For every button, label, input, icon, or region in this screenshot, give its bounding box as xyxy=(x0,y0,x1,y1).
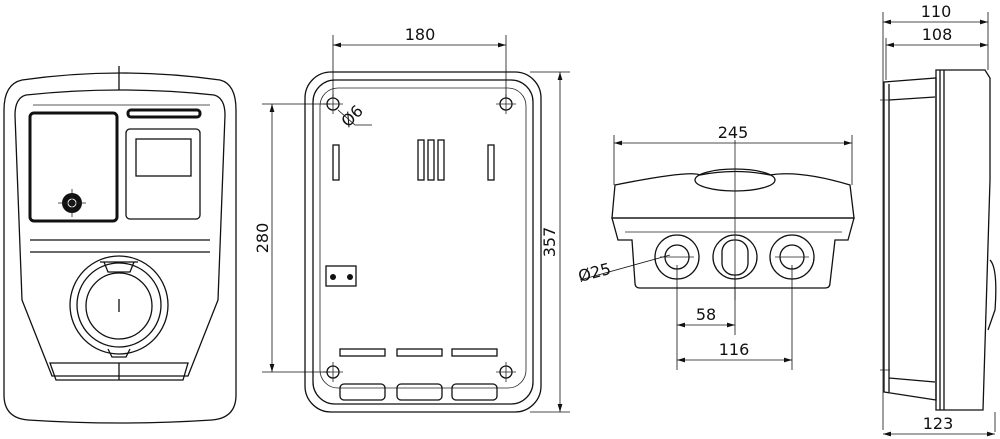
mounting-holes xyxy=(323,94,516,382)
dim-side-depth-top: 110 xyxy=(921,2,952,21)
dim-back-width: 180 xyxy=(405,25,436,44)
dim-gland-spacing: 58 xyxy=(696,305,716,324)
dim-hole-diameter: Ø6 xyxy=(337,101,367,131)
dim-side-depth-bottom: 123 xyxy=(923,414,954,433)
cable-glands xyxy=(654,140,815,300)
dim-bottom-width: 245 xyxy=(718,123,749,142)
charging-socket xyxy=(69,255,169,355)
back-view xyxy=(304,71,542,413)
display-panel xyxy=(125,128,201,220)
dim-side-depth-inner: 108 xyxy=(922,25,953,44)
front-view xyxy=(3,66,237,424)
side-view xyxy=(880,69,997,411)
dim-gland-diameter: Ø25 xyxy=(576,259,613,286)
knockouts xyxy=(325,139,498,401)
rfid-window xyxy=(28,111,119,223)
dim-back-height: 357 xyxy=(540,227,559,258)
status-led-bar xyxy=(126,108,202,119)
dim-gland-outer-spacing: 116 xyxy=(719,340,750,359)
dim-hole-spacing: 280 xyxy=(253,223,272,254)
dimension-lines xyxy=(262,12,996,437)
display-screen xyxy=(135,138,192,177)
bottom-view xyxy=(611,140,855,300)
dimension-labels: 180 Ø6 280 357 245 Ø25 58 116 110 108 12… xyxy=(253,2,953,433)
